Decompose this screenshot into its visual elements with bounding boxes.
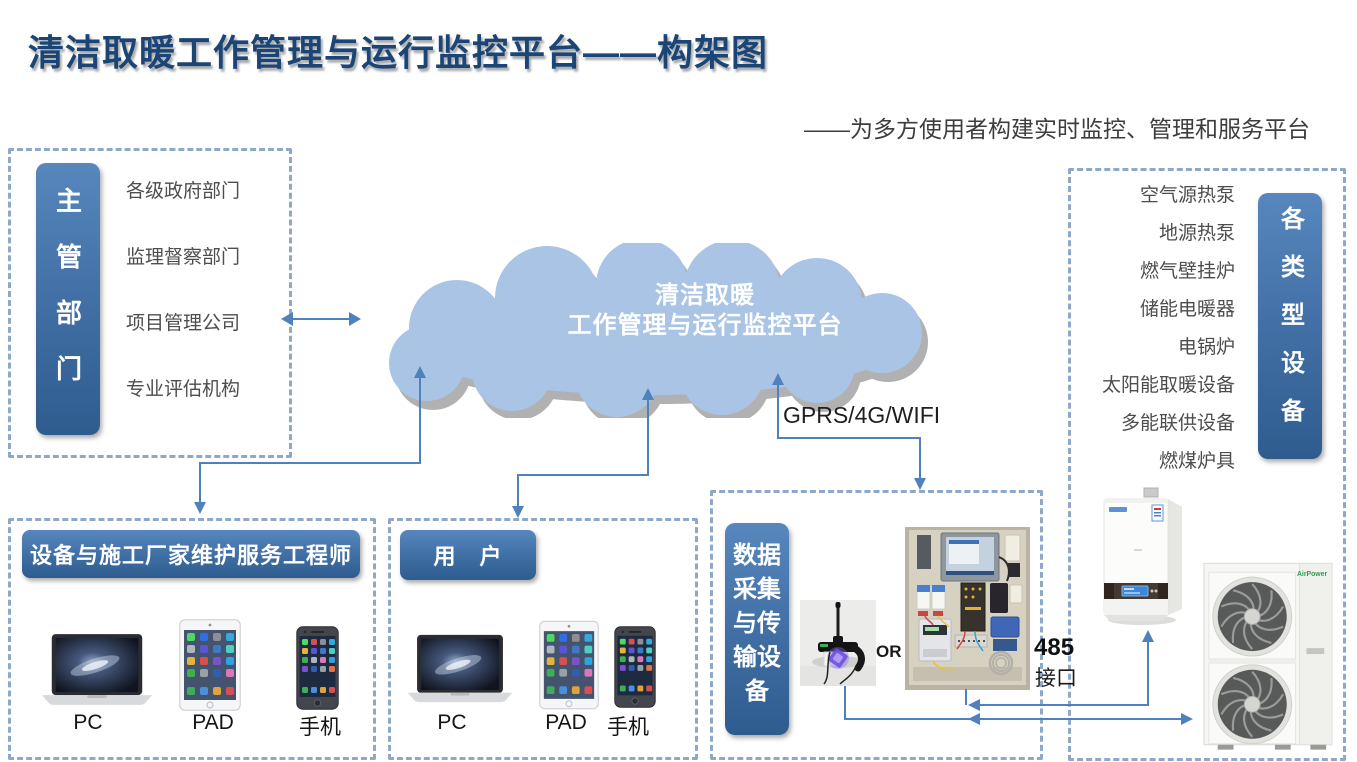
users-header: 用 户: [400, 530, 536, 580]
arrowhead: [914, 478, 926, 490]
device-label-pad: PAD: [192, 711, 234, 734]
authority-item: 专业评估机构: [126, 379, 241, 400]
equipment-item: 太阳能取暖设备: [1101, 375, 1235, 396]
equipment-bar: 各类型设备: [1258, 193, 1322, 459]
equipment-item: 多能联供设备: [1120, 413, 1235, 434]
equipment-items: 空气源热泵 地源热泵 燃气壁挂炉 储能电暖器 电锅炉 太阳能取暖设备 多能联供设…: [1078, 186, 1235, 472]
device-label-phone: 手机: [299, 716, 341, 739]
equipment-item: 储能电暖器: [1139, 299, 1235, 320]
equipment-item: 空气源热泵: [1139, 185, 1235, 206]
authority-bar-label: 主管部门: [52, 187, 83, 411]
gprs-modem-photo: [800, 600, 876, 686]
or-label: OR: [876, 642, 902, 661]
phone-image: [296, 626, 339, 710]
equipment-box: [1068, 168, 1346, 761]
gprs-wifi-label: GPRS/4G/WIFI: [783, 402, 941, 428]
device-label-phone: 手机: [607, 716, 649, 739]
collection-bar: 数据采集与传输设备: [725, 523, 789, 735]
authority-item: 监理督察部门: [126, 247, 241, 268]
arrowhead: [349, 312, 361, 326]
equipment-item: 燃煤炉具: [1158, 451, 1235, 472]
authority-box: [8, 148, 292, 458]
collection-box: [710, 490, 1043, 760]
authority-items: 各级政府部门 监理督察部门 项目管理公司 专业评估机构: [126, 182, 240, 400]
page-title: 清洁取暖工作管理与运行监控平台——构架图: [28, 32, 769, 73]
equipment-item: 电锅炉: [1177, 337, 1235, 358]
cloud-title-line1: 清洁取暖: [655, 282, 755, 309]
device-label-pc: PC: [437, 711, 467, 734]
tablet-image: [179, 619, 241, 711]
equipment-bar-label: 各类型设备: [1276, 206, 1304, 446]
cloud-title: 清洁取暖 工作管理与运行监控平台: [420, 281, 990, 341]
device-label-pad: PAD: [545, 711, 587, 734]
tablet-image: [539, 620, 599, 710]
laptop-image: [407, 634, 513, 703]
phone-image: [614, 626, 656, 708]
rs485-port-label: 接口: [1035, 667, 1077, 690]
laptop-image: [41, 634, 153, 705]
users-box: [388, 518, 698, 760]
authority-bar: 主管部门: [36, 163, 100, 435]
device-label-pc: PC: [73, 711, 103, 734]
heat-pump-brand: AirPower: [1297, 571, 1328, 578]
engineers-header: 设备与施工厂家维护服务工程师: [22, 530, 360, 578]
authority-item: 各级政府部门: [126, 181, 241, 202]
authority-item: 项目管理公司: [126, 313, 241, 334]
page-subtitle: ——为多方使用者构建实时监控、管理和服务平台: [804, 116, 1310, 142]
equipment-item: 燃气壁挂炉: [1139, 261, 1235, 282]
wall-boiler-photo: [1103, 487, 1182, 625]
arrowhead: [512, 506, 524, 518]
rs485-label: 485: [1034, 634, 1075, 661]
heat-pump-photo: AirPower: [1203, 562, 1333, 750]
engineers-box: [8, 518, 376, 760]
arrowhead: [194, 502, 206, 514]
cloud-title-line2: 工作管理与运行监控平台: [567, 312, 843, 339]
equipment-item: 地源热泵: [1158, 223, 1235, 244]
control-cabinet-photo: [905, 527, 1030, 690]
